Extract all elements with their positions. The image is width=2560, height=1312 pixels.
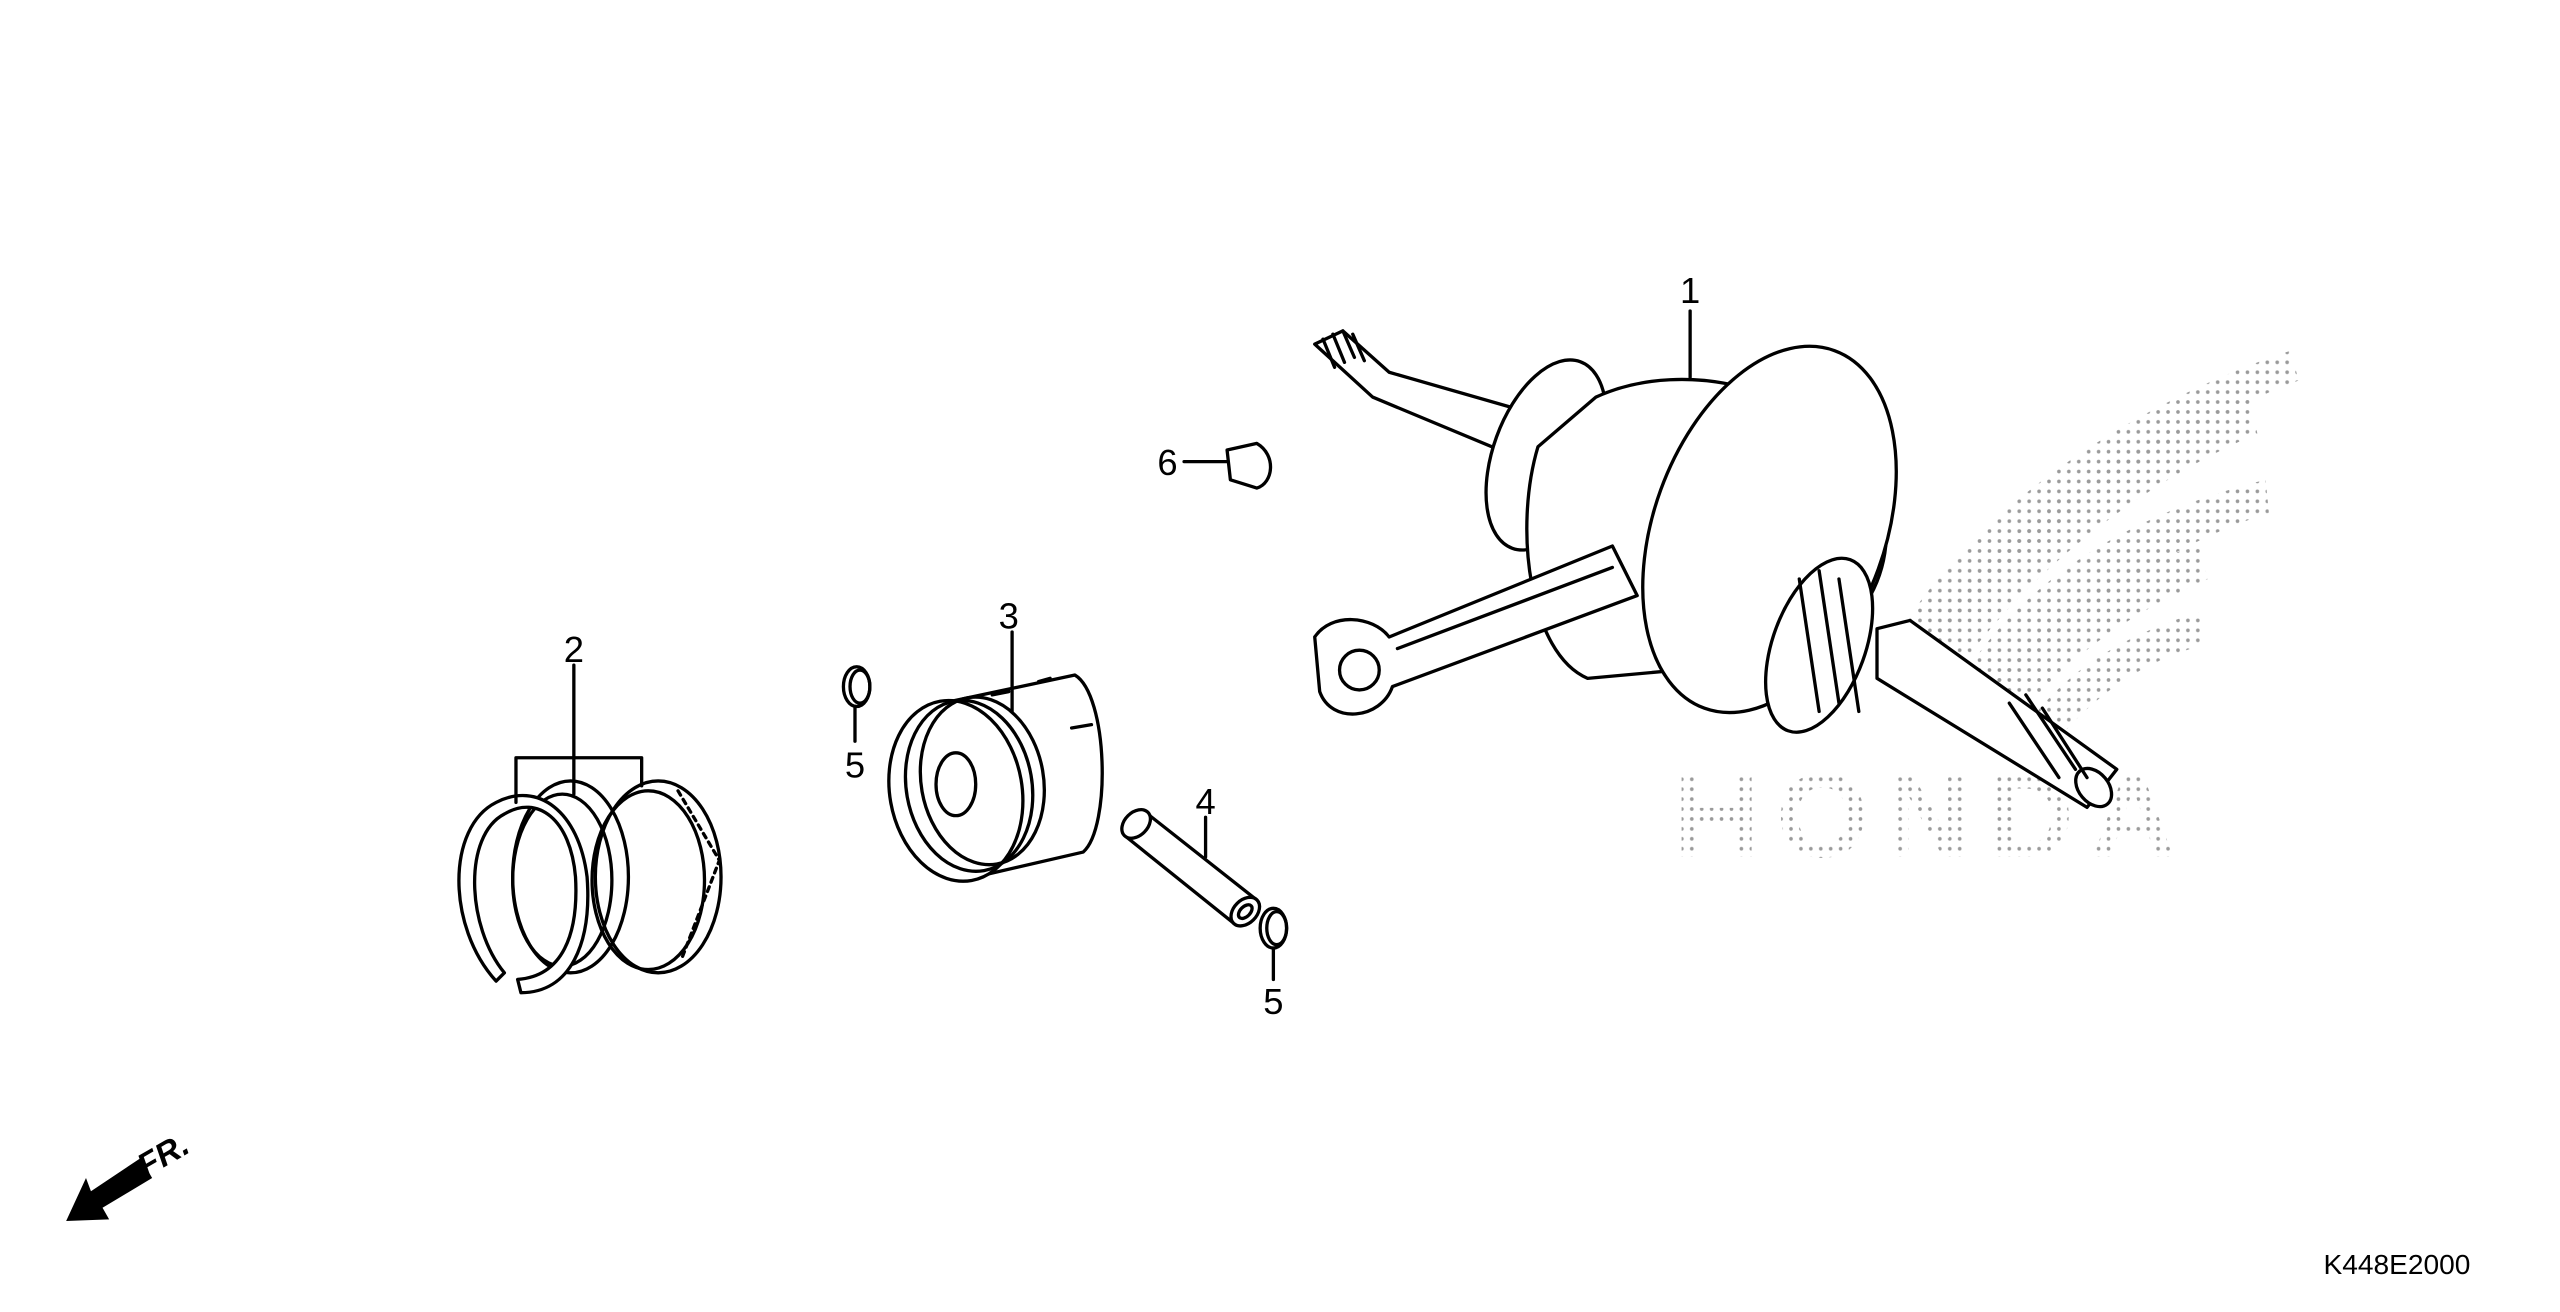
front-arrow-icon	[66, 1158, 153, 1222]
callout-2[interactable]: 2	[564, 629, 584, 670]
crankshaft[interactable]	[1313, 311, 2119, 814]
pin-clip-right[interactable]	[1258, 906, 1289, 950]
honda-wing-watermark: HONDA	[1674, 350, 2299, 883]
pin-clip-left[interactable]	[841, 665, 872, 709]
woodruff-key[interactable]	[1225, 441, 1273, 490]
piston-rings[interactable]	[457, 779, 723, 995]
callout-6[interactable]: 6	[1157, 442, 1177, 483]
callout-5-right[interactable]: 5	[1263, 981, 1283, 1022]
leader-bracket-2	[514, 663, 644, 805]
callout-5-left[interactable]: 5	[845, 745, 865, 786]
callout-3[interactable]: 3	[999, 596, 1019, 637]
piston-pin[interactable]	[1116, 804, 1265, 931]
piston[interactable]	[875, 673, 1104, 892]
callout-4[interactable]: 4	[1195, 781, 1215, 822]
front-direction-indicator: FR.	[66, 1126, 196, 1222]
diagram-code: K448E2000	[2324, 1249, 2471, 1280]
callout-1[interactable]: 1	[1680, 270, 1700, 311]
